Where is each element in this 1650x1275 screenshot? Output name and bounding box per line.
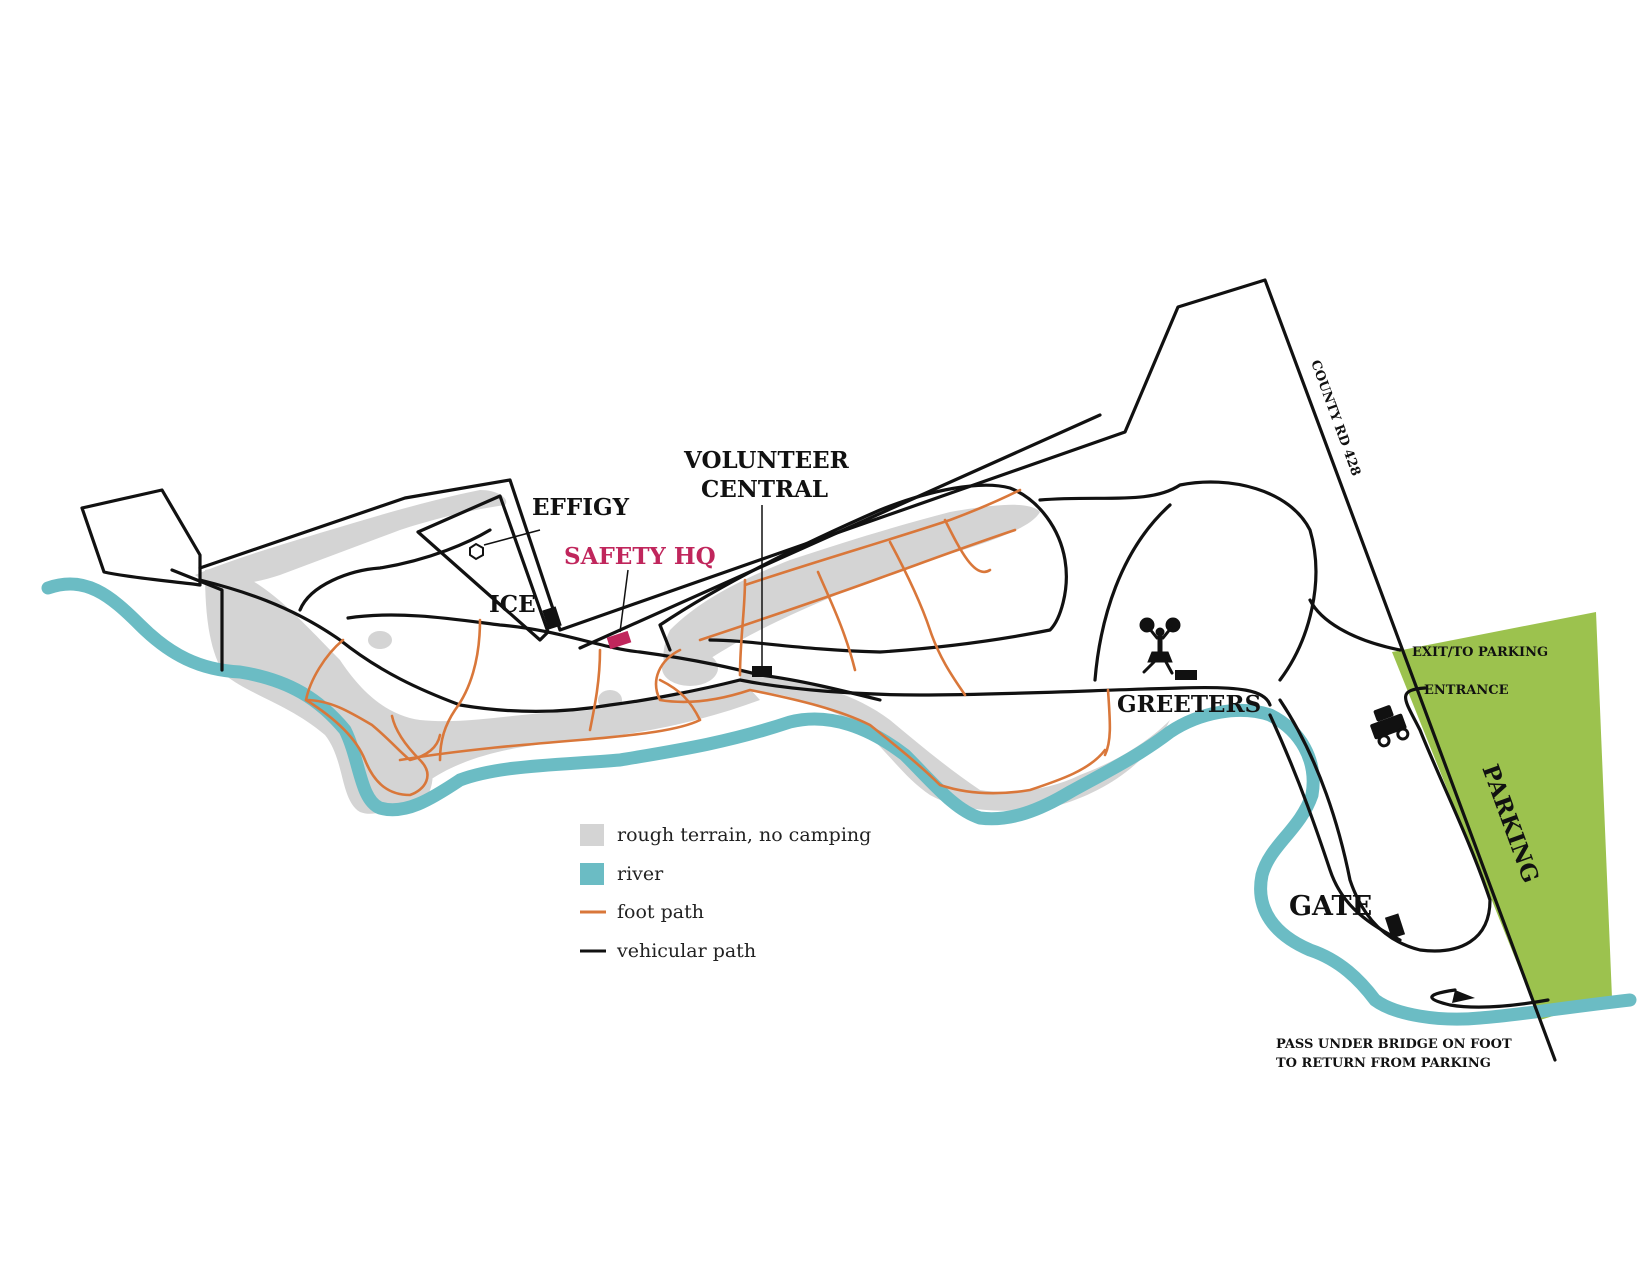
- rough-terrain-center: [663, 504, 1040, 678]
- road-gate-loop: [1268, 713, 1402, 942]
- foot-west-3: [438, 618, 482, 762]
- legend-swatch-river: [580, 863, 604, 885]
- foot-grid-lower: [698, 528, 1017, 642]
- label-volunteer-1: VOLUNTEER: [683, 447, 850, 474]
- road-to-exit: [1308, 598, 1402, 652]
- foot-greeters: [1103, 688, 1112, 757]
- label-ice: ICE: [489, 591, 536, 618]
- label-gate: GATE: [1289, 891, 1372, 922]
- rough-terrain-center-lower: [740, 670, 1170, 811]
- foot-west-network: [304, 638, 429, 797]
- bridge-arrow-line: [1430, 988, 1550, 1009]
- foot-grid-cross-3: [943, 518, 992, 574]
- legend-label-rough: rough terrain, no camping: [617, 824, 871, 846]
- foot-grid-cross-2: [888, 540, 967, 697]
- hexagon-icon: [469, 542, 484, 561]
- road-diagonal-north: [578, 413, 1102, 650]
- road-entrance-loop: [1278, 686, 1492, 953]
- map-labels: EFFIGY SAFETY HQ VOLUNTEER CENTRAL ICE G…: [489, 358, 1548, 1071]
- foot-west-2: [304, 698, 442, 762]
- greeters-marker: [1175, 670, 1197, 680]
- label-entrance: ENTRANCE: [1424, 683, 1509, 698]
- foot-safety: [588, 648, 602, 732]
- road-greeters-loop: [1093, 503, 1172, 682]
- label-effigy: EFFIGY: [532, 494, 630, 521]
- road-west-loop: [170, 568, 224, 672]
- rough-terrain-areas: [195, 490, 1170, 815]
- parking-lot: [1392, 612, 1612, 1020]
- label-note-1: PASS UNDER BRIDGE ON FOOT: [1276, 1037, 1512, 1052]
- rough-terrain-patch-1: [368, 631, 392, 649]
- foot-shore-1: [398, 678, 702, 762]
- ice-marker: [542, 606, 562, 630]
- gate-marker: [1384, 913, 1406, 939]
- label-note-2: TO RETURN FROM PARKING: [1276, 1056, 1491, 1071]
- road-central-ring: [346, 613, 882, 702]
- safety-leader-line: [619, 569, 629, 633]
- legend-label-road: vehicular path: [616, 940, 756, 962]
- road-main: [198, 578, 1272, 714]
- road-boundary-west: [80, 488, 202, 587]
- legend-swatch-rough: [580, 824, 604, 846]
- effigy-leader-line: [483, 529, 541, 546]
- legend-label-river: river: [617, 863, 664, 885]
- volunteer-marker: [752, 666, 772, 677]
- vehicular-paths: [80, 278, 1557, 1062]
- markers: [469, 505, 1410, 939]
- label-greeters: GREETERS: [1117, 691, 1261, 718]
- legend-label-foot: foot path: [617, 901, 704, 923]
- foot-volunteer-west: [654, 648, 1107, 795]
- label-safety-hq: SAFETY HQ: [564, 543, 716, 570]
- road-north-loop: [658, 483, 1068, 654]
- road-east-loop: [1038, 480, 1318, 682]
- vehicle-icon: [1370, 705, 1410, 748]
- cheerleader-icon: [1139, 617, 1181, 675]
- arrow-head: [1452, 990, 1475, 1003]
- road-inner-west: [298, 528, 492, 612]
- label-volunteer-2: CENTRAL: [701, 476, 828, 503]
- foot-paths: [304, 488, 1112, 797]
- foot-grid-main: [743, 488, 1022, 587]
- label-exit: EXIT/TO PARKING: [1412, 645, 1548, 660]
- rough-terrain-north-west: [195, 490, 507, 585]
- legend: rough terrain, no camping river foot pat…: [580, 824, 871, 962]
- foot-grid-cross-1: [816, 570, 857, 672]
- safety-hq-marker: [606, 630, 632, 650]
- rough-terrain-west: [205, 568, 760, 814]
- road-boundary-north: [198, 278, 1557, 1062]
